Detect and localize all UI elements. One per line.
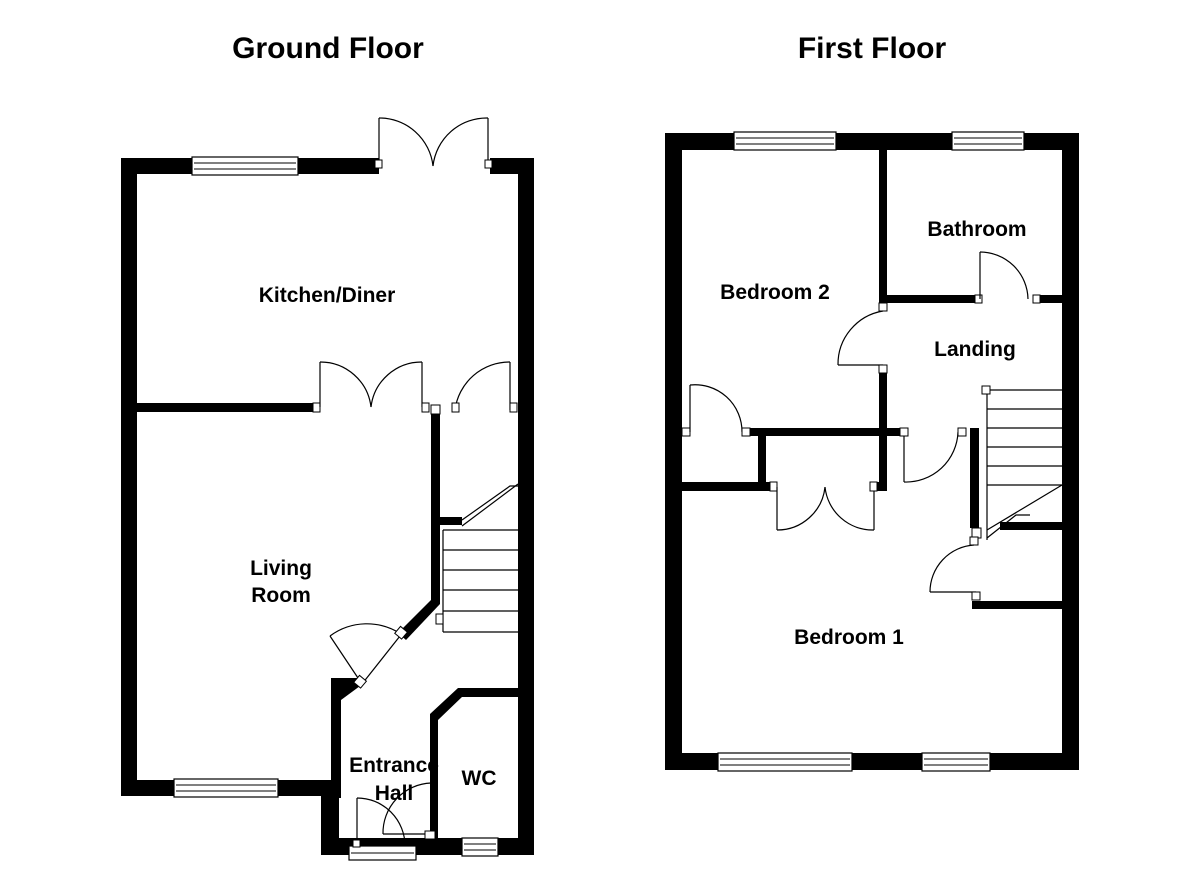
gf-window-living — [173, 778, 279, 798]
ff-stairs — [971, 385, 1063, 540]
gf-door-front — [352, 797, 406, 848]
room-label-living-line1: Living — [250, 557, 312, 580]
ff-wall-bath-bottom-right — [1040, 295, 1062, 303]
gf-wall-porch-left — [321, 780, 339, 855]
ground-floor-plan: Kitchen/Diner Living Room Entrance Hall … — [121, 117, 534, 861]
gf-wall-wc-diagonal — [430, 688, 463, 720]
room-label-bedroom2: Bedroom 2 — [720, 281, 830, 304]
gf-window-wc — [461, 837, 499, 857]
gf-wall-wc-top — [458, 688, 518, 697]
ff-wall-bed2-bath — [879, 150, 887, 302]
gf-wall-stair-step — [440, 517, 462, 525]
ff-door-bathroom — [974, 251, 1041, 304]
room-label-living-line2: Room — [251, 584, 311, 607]
ff-wall-right — [1062, 133, 1079, 770]
gf-door-understairs — [430, 361, 518, 415]
gf-double-doors-kitchen-living — [312, 361, 430, 413]
gf-door-living-hall — [329, 623, 409, 689]
ff-wall-stair-left — [970, 428, 979, 528]
gf-window-porch — [348, 845, 417, 861]
ff-wall-wardrobe-top — [750, 428, 900, 436]
ground-floor-title: Ground Floor — [232, 32, 424, 65]
gf-wall-wc-left — [430, 714, 438, 842]
ff-wall-wardrobe-bottom-right — [875, 482, 887, 491]
room-label-bathroom: Bathroom — [927, 218, 1026, 241]
ff-window-bedroom1-right — [921, 752, 991, 772]
room-label-hall-line2: Hall — [375, 782, 414, 805]
gf-wall-hall-living — [331, 678, 341, 798]
ff-door-bedroom1 — [899, 427, 967, 483]
ff-window-bedroom1-left — [717, 752, 853, 772]
ff-wall-bed2-bed1 — [682, 482, 772, 491]
room-label-bedroom1: Bedroom 1 — [794, 626, 904, 649]
ff-window-bedroom2 — [733, 131, 837, 151]
ff-door-bedroom2 — [837, 302, 888, 374]
gf-wall-left — [121, 158, 137, 796]
gf-wall-stair-left — [431, 414, 440, 604]
ff-wall-cupboard-bottom — [972, 601, 1062, 609]
gf-stairs — [435, 483, 519, 633]
gf-wall-stair-diagonal — [398, 600, 440, 640]
ff-door-bed2-cupboard — [681, 384, 751, 437]
room-label-wc: WC — [462, 767, 497, 790]
ff-wall-cupboard-top — [1000, 522, 1062, 530]
first-floor-plan: Bathroom Bedroom 2 Landing Bedroom 1 — [665, 131, 1079, 772]
ff-door-bed1-cupboard — [929, 536, 981, 601]
ff-wall-wardrobe-left — [758, 436, 766, 489]
ff-window-bathroom — [951, 131, 1025, 151]
gf-door-wc — [382, 782, 436, 840]
room-label-landing: Landing — [934, 338, 1016, 361]
ff-wall-bath-bottom — [879, 295, 976, 303]
gf-wall-hall-corner — [331, 678, 360, 708]
first-floor-title: First Floor — [798, 32, 947, 65]
room-label-hall-line1: Entrance — [349, 754, 439, 777]
gf-wall-right — [518, 158, 534, 855]
ff-wall-left — [665, 133, 682, 770]
gf-wall-kitchen-living — [137, 403, 315, 412]
gf-window-kitchen — [191, 156, 299, 176]
ff-double-doors-wardrobe — [769, 481, 878, 531]
gf-french-doors-garden — [374, 117, 493, 169]
room-label-kitchen-diner: Kitchen/Diner — [259, 284, 396, 307]
